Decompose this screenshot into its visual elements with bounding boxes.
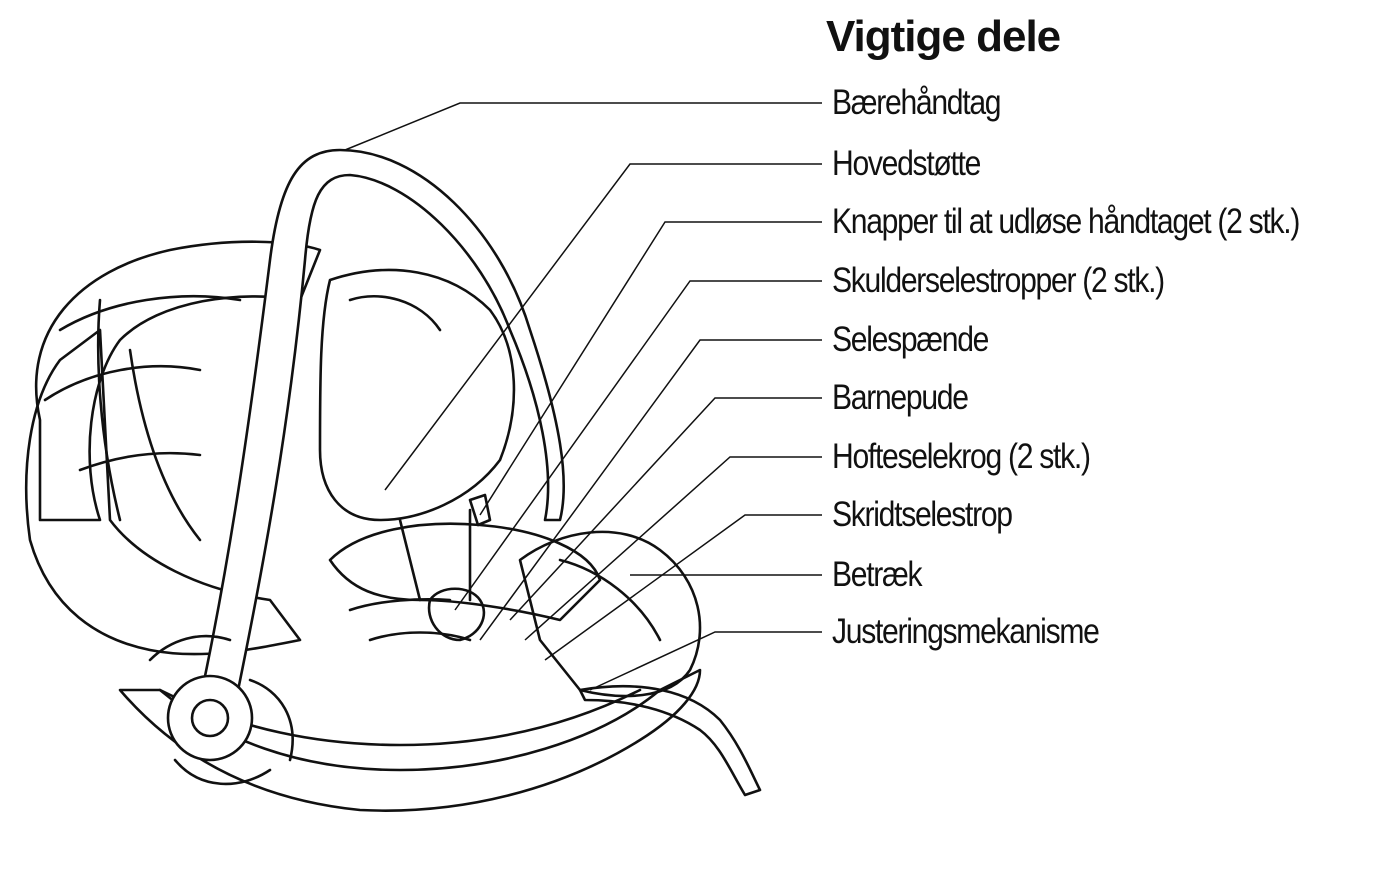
label-crotch-strap: Skridtselestrop xyxy=(832,495,1013,534)
leader-2 xyxy=(384,163,822,491)
leader-6 xyxy=(509,397,822,621)
leader-10 xyxy=(589,631,822,691)
leader-lines xyxy=(344,102,822,691)
label-buckle: Selespænde xyxy=(832,320,989,359)
leader-3 xyxy=(479,221,822,516)
handle-pivot xyxy=(166,674,254,762)
label-hip-hooks: Hofteselekrog (2 stk.) xyxy=(832,437,1091,476)
diagram-title: Vigtige dele xyxy=(826,12,1061,61)
leader-1 xyxy=(344,102,822,151)
label-cushion: Barnepude xyxy=(832,378,969,417)
label-cover: Betræk xyxy=(832,555,923,594)
leader-4 xyxy=(454,280,822,611)
label-carry-handle: Bærehåndtag xyxy=(832,83,1002,122)
adjust-strap xyxy=(578,684,762,797)
label-adjuster: Justeringsmekanisme xyxy=(832,612,1100,651)
head-support xyxy=(318,268,516,522)
label-shoulder-straps: Skulderselestropper (2 stk.) xyxy=(832,261,1165,300)
leader-8 xyxy=(544,514,822,661)
label-head-support: Hovedstøtte xyxy=(832,144,981,183)
cushion xyxy=(328,522,602,622)
label-release-buttons: Knapper til at udløse håndtaget (2 stk.) xyxy=(832,202,1300,241)
release-button xyxy=(468,493,492,527)
buckle xyxy=(427,587,486,642)
carry-handle xyxy=(198,148,566,707)
leader-7 xyxy=(524,456,822,641)
cover xyxy=(518,530,702,698)
leader-5 xyxy=(479,339,822,641)
seat-shell xyxy=(25,328,302,656)
car-seat-drawing xyxy=(25,148,762,812)
